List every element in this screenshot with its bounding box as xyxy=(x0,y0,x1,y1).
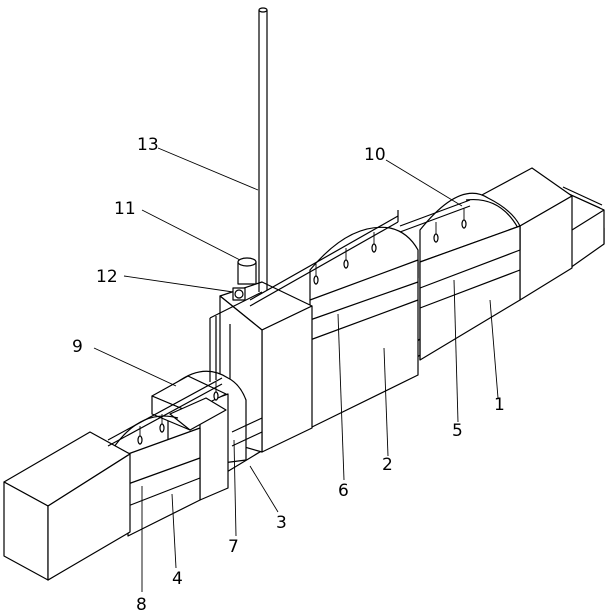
motor xyxy=(237,257,257,285)
label-1: 1 xyxy=(494,395,505,415)
label-6: 6 xyxy=(338,481,349,501)
box-2 xyxy=(309,226,419,429)
label-9: 9 xyxy=(72,337,83,357)
label-7: 7 xyxy=(228,537,239,557)
box-9 xyxy=(151,375,227,431)
reference-labels: 13 11 12 9 10 1 5 2 6 3 7 4 8 xyxy=(72,135,505,615)
label-8: 8 xyxy=(136,595,147,615)
pump xyxy=(232,287,246,301)
exhaust-stack xyxy=(258,7,268,292)
label-12: 12 xyxy=(96,267,118,287)
connecting-pipe xyxy=(209,291,263,382)
label-11: 11 xyxy=(114,199,136,219)
label-10: 10 xyxy=(364,145,386,165)
label-3: 3 xyxy=(276,513,287,533)
label-2: 2 xyxy=(382,455,393,475)
leader-lines xyxy=(93,147,499,592)
spray-pipe-left xyxy=(107,377,223,447)
label-5: 5 xyxy=(452,421,463,441)
box-4 xyxy=(111,415,201,537)
feed-box xyxy=(3,431,131,581)
spray-pipe-right xyxy=(249,199,471,307)
label-4: 4 xyxy=(172,569,183,589)
label-13: 13 xyxy=(137,135,159,155)
